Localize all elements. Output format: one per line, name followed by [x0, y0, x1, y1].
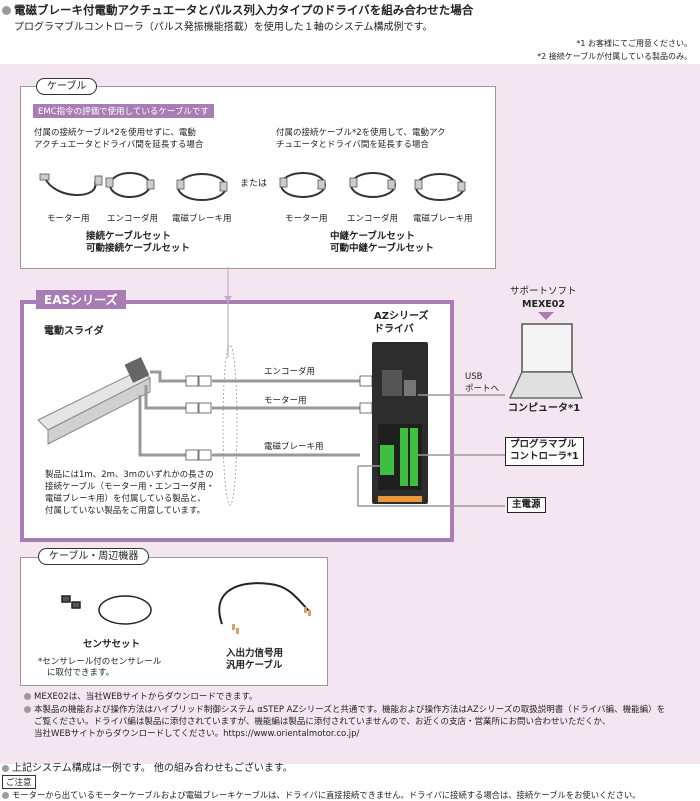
right-item-motor: モーター用	[285, 214, 328, 224]
bullet-icon	[24, 693, 31, 700]
left-item-brake: 電磁ブレーキ用	[172, 214, 232, 224]
computer-illustration	[509, 323, 583, 399]
brake-cable-icon	[177, 173, 227, 201]
or-label: または	[240, 179, 268, 189]
sensor-note-2: に取付できます。	[47, 668, 115, 678]
left-set-2: 可動接続ケーブルセット	[86, 243, 190, 254]
emc-label: EMC指令の評価で使用しているケーブルです	[33, 104, 214, 118]
note-2: *2 接続ケーブルが付属している製品のみ。	[537, 52, 692, 61]
right-set-1: 中継ケーブルセット	[330, 231, 415, 242]
left-desc-2: アクチュエータとドライバ間を延長する場合	[34, 140, 204, 150]
left-desc-1: 付属の接続ケーブル*2を使用せずに、電動	[34, 128, 196, 138]
bullet-icon	[2, 5, 11, 15]
product-note-2: 接続ケーブル（モーター用・エンコーダ用・	[45, 482, 215, 492]
caution-text: モーターから出ているモーターケーブルおよび電磁ブレーキケーブルは、ドライバに直接…	[2, 789, 641, 801]
footnote-2-line2: ご覧ください。ドライバ編は製品に添付されていますが、機能編は製品に添付されていま…	[34, 717, 611, 727]
usb-label-2: ポートへ	[465, 384, 500, 394]
sensor-set-label: センサセット	[83, 639, 141, 650]
right-item-encoder: エンコーダ用	[347, 214, 399, 224]
power-box: 主電源	[507, 497, 546, 514]
relay-brake-cable-icon	[415, 173, 465, 201]
mexe02-label: MEXE02	[522, 299, 565, 310]
accessories-section	[20, 557, 328, 686]
left-set-1: 接続ケーブルセット	[86, 231, 171, 242]
support-soft-label: サポートソフト	[510, 286, 577, 297]
driver-label-2: ドライバ	[374, 324, 414, 335]
brake-line-label: 電磁ブレーキ用	[264, 442, 324, 452]
right-desc-1: 付属の接続ケーブル*2を使用して、電動アク	[276, 128, 446, 138]
product-note-3: 電磁ブレーキ用）を付属している製品と、	[45, 494, 206, 504]
io-cable-label-1: 入出力信号用	[226, 648, 284, 659]
sensor-note-1: *センサレール付のセンサレール	[38, 657, 162, 667]
bullet-icon	[24, 706, 31, 713]
sensor-set-illustration	[61, 595, 152, 625]
product-note-1: 製品には1m、2m、3mのいずれかの長さの	[45, 470, 214, 480]
left-item-encoder: エンコーダ用	[107, 214, 159, 224]
left-item-motor: モーター用	[47, 214, 90, 224]
note-1: *1 お客様にてご用意ください。	[576, 39, 692, 48]
subtitle: プログラマブルコントローラ（パルス発振機能搭載）を使用した１軸のシステム構成例で…	[14, 22, 433, 33]
encoder-cable-icon	[109, 172, 151, 198]
slider-label: 電動スライダ	[44, 326, 104, 337]
plc-box: プログラマブル コントローラ*1	[505, 437, 584, 466]
io-cable-illustration	[218, 582, 311, 625]
io-cable-label-2: 汎用ケーブル	[226, 660, 283, 671]
system-note: 上記システム構成は一例です。 他の組み合わせもございます。	[2, 762, 293, 777]
cable-section-label: ケーブル	[36, 78, 98, 95]
motor-cable-icon	[44, 175, 101, 196]
footnote-1: MEXE02は、当社WEBサイトからダウンロードできます。	[24, 691, 257, 703]
footnote-2: 本製品の機能および操作方法はハイブリッド制御システム αSTEP AZシリーズと…	[24, 704, 665, 716]
plc-label-1: プログラマブル	[510, 439, 577, 450]
electric-slider-illustration	[37, 357, 151, 445]
az-driver-illustration	[372, 342, 428, 504]
usb-label-1: USB	[465, 372, 483, 382]
title-text: 電磁ブレーキ付電動アクチュエータとパルス列入力タイプのドライバを組み合わせた場合	[14, 3, 474, 17]
right-item-brake: 電磁ブレーキ用	[413, 214, 473, 224]
bullet-icon	[2, 764, 9, 772]
motor-line-label: モーター用	[264, 396, 307, 406]
right-set-2: 可動中継ケーブルセット	[330, 243, 434, 254]
caution-label: ご注意	[2, 775, 36, 789]
accessories-label: ケーブル・周辺機器	[38, 548, 150, 565]
product-note-4: 付属していない製品をご用意しています。	[45, 506, 206, 516]
page-title: 電磁ブレーキ付電動アクチュエータとパルス列入力タイプのドライバを組み合わせた場合	[2, 2, 473, 18]
computer-label: コンピュータ*1	[508, 403, 581, 414]
plc-label-2: コントローラ*1	[510, 451, 579, 463]
eas-label: EASシリーズ	[36, 290, 126, 309]
right-desc-2: チュエータとドライバ間を延長する場合	[276, 140, 429, 150]
bullet-icon	[2, 792, 9, 799]
encoder-line-label: エンコーダ用	[264, 367, 316, 377]
footnote-2-line3: 当社WEBサイトからダウンロードしてください。https://www.orien…	[34, 729, 360, 739]
driver-label-1: AZシリーズ	[374, 311, 429, 322]
